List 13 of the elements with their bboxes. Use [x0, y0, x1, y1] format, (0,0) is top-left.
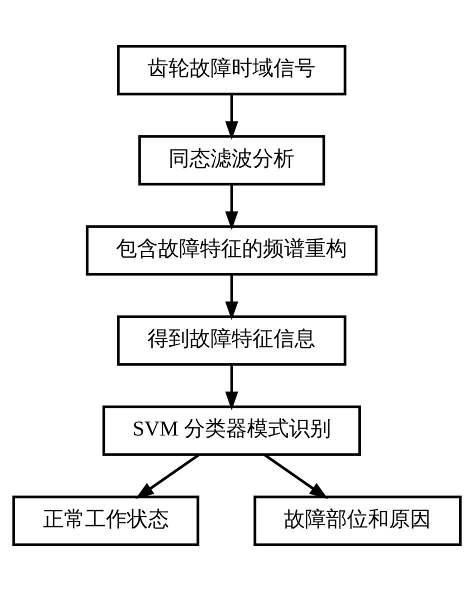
node-box: 同态滤波分析	[138, 135, 326, 186]
arrow	[225, 364, 238, 410]
node-box: 齿轮故障时域信号	[117, 44, 346, 96]
node-box: 包含故障特征的频谱重构	[86, 225, 378, 276]
arrow	[225, 274, 238, 320]
arrow	[225, 94, 238, 140]
node-box: 正常工作状态	[12, 496, 200, 546]
arrow	[135, 454, 200, 499]
arrow	[225, 184, 238, 230]
node-box: 得到故障特征信息	[117, 315, 346, 366]
node-box: SVM 分类器模式识别	[102, 406, 361, 456]
node-box: 故障部位和原因	[254, 496, 462, 546]
arrow	[264, 454, 328, 499]
